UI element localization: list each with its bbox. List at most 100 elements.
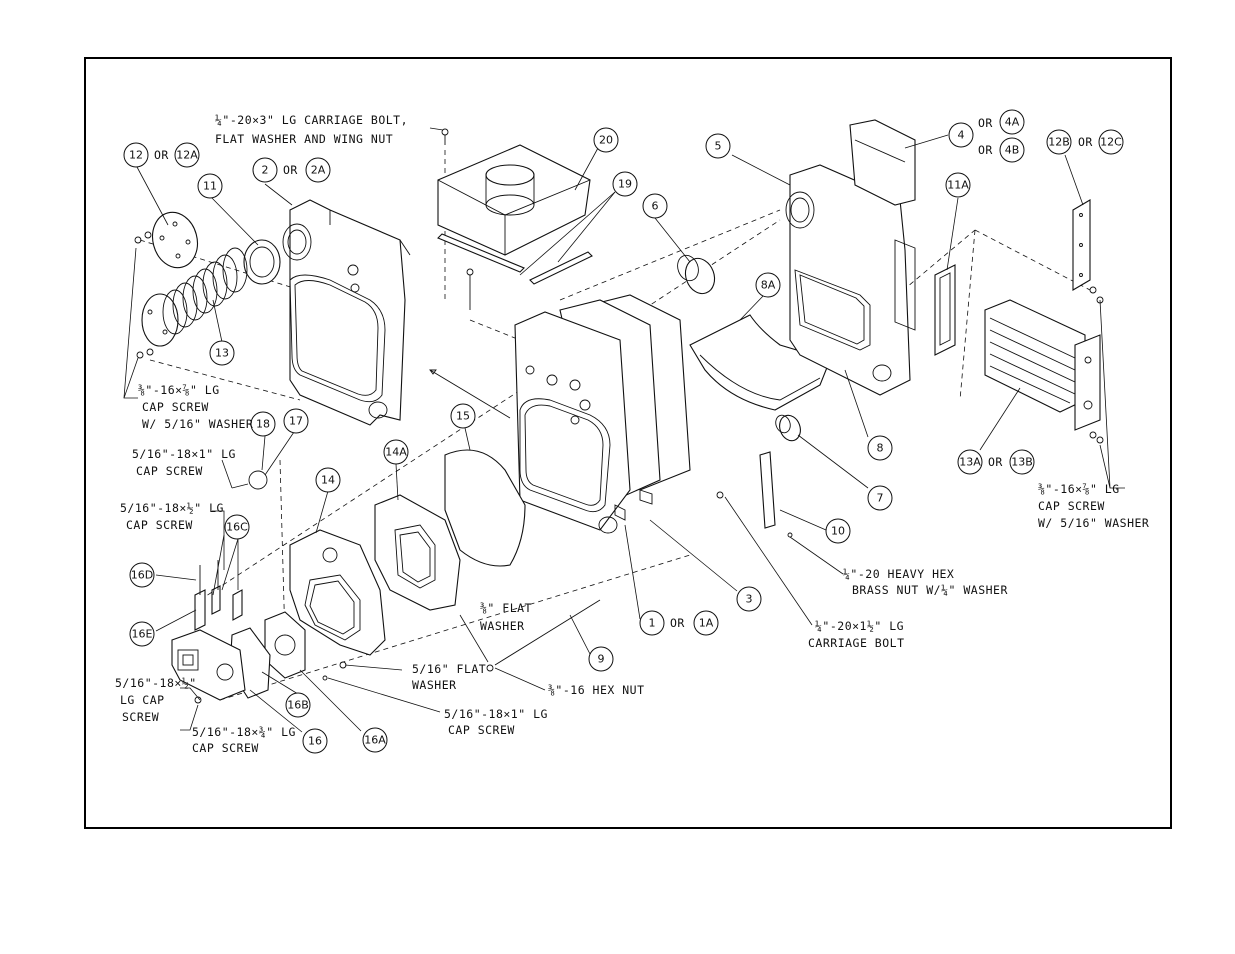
callout-17: 17 — [283, 408, 309, 434]
callout-2: 2 — [252, 157, 278, 183]
part-12b-plate — [1072, 199, 1091, 291]
part-14-front-plate — [289, 529, 386, 656]
note-cap-screw-f-line3: W/ 5/16" WASHER — [1038, 516, 1149, 530]
svg-text:15: 15 — [456, 410, 470, 423]
note-carriage-bolt-b-line2: CARRIAGE BOLT — [808, 636, 905, 650]
callout-16e: 16E — [129, 621, 155, 647]
callout-4a: 4A — [999, 109, 1025, 135]
part-16-brackets — [194, 560, 243, 631]
callout-16d: 16D — [129, 562, 155, 588]
svg-text:4B: 4B — [1005, 144, 1020, 157]
callout-16a: 16A — [362, 727, 388, 753]
note-flat-washer-b-line1: ⅜" FLAT — [480, 601, 532, 615]
note-cap-screw-a-line1: ⅜"-16×⅞" LG — [138, 383, 220, 397]
note-cap-screw-d-line1: 5/16"-18×¾" LG — [192, 725, 296, 739]
part-15-gasket — [444, 449, 526, 567]
svg-text:13B: 13B — [1011, 456, 1033, 469]
callout-1: 1 — [639, 610, 665, 636]
callout-9: 9 — [588, 646, 614, 672]
callout-or: OR — [154, 148, 169, 162]
note-lg-cap-screw-line3: SCREW — [122, 710, 159, 724]
note-flat-washer-a-line2: WASHER — [412, 678, 457, 692]
hardware-notes: ¼"-20×3" LG CARRIAGE BOLT, FLAT WASHER A… — [115, 113, 1149, 755]
part-8a-baffle — [689, 314, 831, 411]
rods-and-bolts — [134, 128, 1104, 704]
svg-text:12B: 12B — [1048, 136, 1070, 149]
leader-lines — [123, 127, 1125, 733]
callout-18: 18 — [250, 411, 276, 437]
svg-text:16E: 16E — [132, 628, 153, 641]
note-flat-washer-a-line1: 5/16" FLAT — [412, 662, 486, 676]
svg-text:2A: 2A — [311, 164, 326, 177]
callout-5: 5 — [705, 133, 731, 159]
svg-text:1A: 1A — [699, 617, 714, 630]
svg-text:16D: 16D — [131, 569, 153, 582]
note-lg-cap-screw-line2: LG CAP — [120, 693, 165, 707]
note-cap-screw-e-line1: 5/16"-18×1" LG — [444, 707, 548, 721]
callout-12b: 12B — [1046, 129, 1072, 155]
note-heavy-nut-line2: BRASS NUT W/¼" WASHER — [852, 583, 1008, 597]
part-4-cover — [849, 119, 916, 206]
svg-text:19: 19 — [618, 178, 632, 191]
callout-4b: 4B — [999, 137, 1025, 163]
callout-1a: 1A — [693, 610, 719, 636]
part-11-gasket — [243, 239, 281, 285]
part-11a-gasket — [934, 264, 956, 356]
svg-text:7: 7 — [877, 492, 884, 505]
callout-16: 16 — [302, 728, 328, 754]
callout-14a: 14A — [383, 439, 409, 465]
note-cap-screw-e-line2: CAP SCREW — [448, 723, 515, 737]
note-cap-screw-a-line3: W/ 5/16" WASHER — [142, 417, 253, 431]
part-6-ring — [677, 254, 716, 295]
callout-2a: 2A — [305, 157, 331, 183]
callout-6: 6 — [642, 193, 668, 219]
svg-text:12: 12 — [129, 149, 143, 162]
callout-12: 12 — [123, 142, 149, 168]
callout-19: 19 — [612, 171, 638, 197]
svg-text:17: 17 — [289, 415, 303, 428]
callout-7: 7 — [867, 485, 893, 511]
note-carriage-bolt-line2: FLAT WASHER AND WING NUT — [215, 132, 393, 146]
part-14a-panel — [374, 494, 461, 611]
svg-text:8A: 8A — [761, 279, 776, 292]
svg-text:13A: 13A — [959, 456, 981, 469]
part-1-center-section — [514, 294, 691, 534]
part-20-collector — [437, 144, 591, 256]
callout-11a: 11A — [945, 172, 971, 198]
callout-13: 13 — [209, 340, 235, 366]
svg-text:20: 20 — [599, 134, 613, 147]
note-cap-screw-a-line2: CAP SCREW — [142, 400, 209, 414]
callout-or: OR — [988, 455, 1003, 469]
svg-text:14: 14 — [321, 474, 335, 487]
note-cap-screw-d-line2: CAP SCREW — [192, 741, 259, 755]
part-2-end-section — [282, 199, 411, 426]
svg-text:8: 8 — [877, 442, 884, 455]
svg-text:12A: 12A — [176, 149, 198, 162]
part-7-ring — [775, 414, 801, 442]
callout-20: 20 — [593, 127, 619, 153]
svg-text:10: 10 — [831, 525, 845, 538]
callout-or: OR — [670, 616, 685, 630]
callout-13b: 13B — [1009, 449, 1035, 475]
svg-text:14A: 14A — [385, 446, 407, 459]
svg-text:16C: 16C — [226, 521, 248, 534]
svg-text:1: 1 — [649, 617, 656, 630]
callout-15: 15 — [450, 403, 476, 429]
part-13-corrugated-tube — [141, 247, 248, 347]
callout-8a: 8A — [755, 272, 781, 298]
svg-text:2: 2 — [262, 164, 269, 177]
part-13a-coil — [984, 299, 1101, 431]
svg-text:16: 16 — [308, 735, 322, 748]
callout-3: 3 — [736, 586, 762, 612]
callout-8: 8 — [867, 435, 893, 461]
callout-16c: 16C — [224, 514, 250, 540]
part-16a-16b-16 — [171, 611, 306, 701]
note-hex-nut: ⅜"-16 HEX NUT — [548, 683, 645, 697]
svg-text:13: 13 — [215, 347, 229, 360]
callout-10: 10 — [825, 518, 851, 544]
callout-or: OR — [1078, 135, 1093, 149]
note-carriage-bolt-line1: ¼"-20×3" LG CARRIAGE BOLT, — [215, 113, 408, 127]
svg-text:18: 18 — [256, 418, 270, 431]
callout-14: 14 — [315, 467, 341, 493]
